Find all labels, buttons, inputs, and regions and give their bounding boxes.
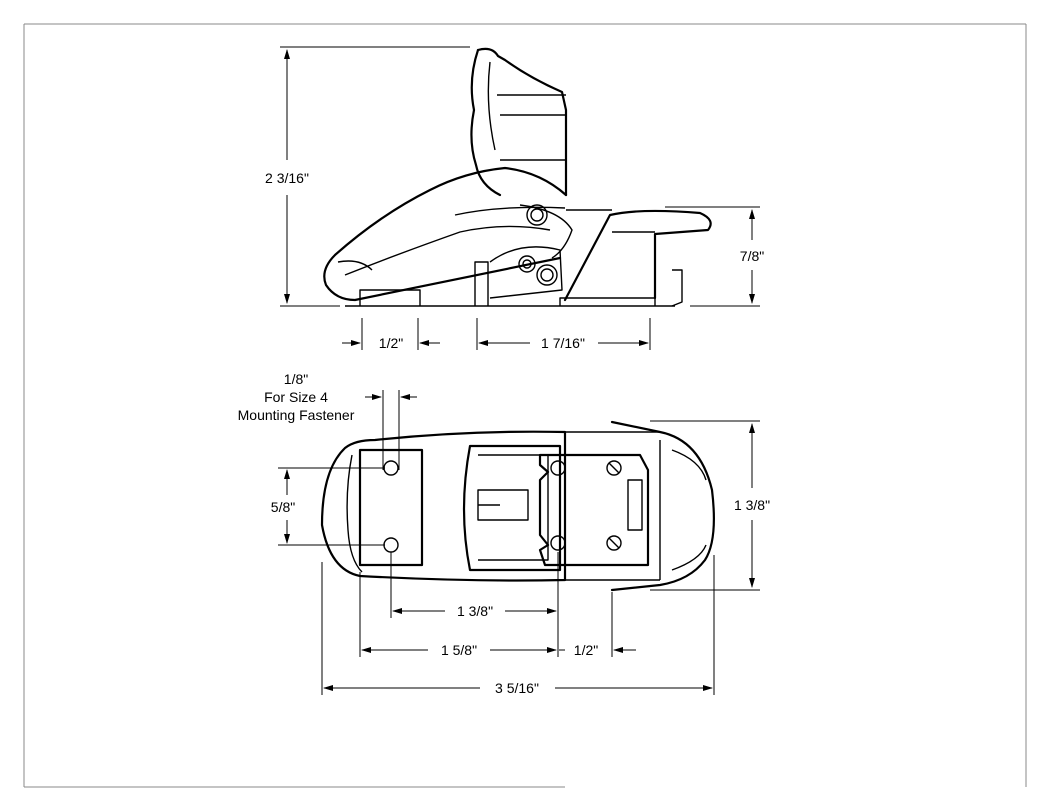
mount-hole-bottom: [383, 537, 399, 553]
dim-hole-diameter: 1/8": [284, 371, 308, 387]
fastener-note-line2: Mounting Fastener: [238, 407, 355, 423]
dim-hole-spacing: 5/8": [271, 499, 295, 515]
dim-overall-height: 2 3/16": [265, 170, 309, 186]
dim-length-a: 1 3/8": [457, 603, 493, 619]
dim-length-b: 1 5/8": [441, 642, 477, 658]
mount-hole-top: [383, 460, 399, 476]
fastener-note-line1: For Size 4: [264, 389, 328, 405]
side-view-dimensions: 2 3/16" 7/8" 1/2" 1 7/16": [265, 46, 764, 351]
dim-overall-length: 3 5/16": [495, 680, 539, 696]
drawing-frame: [23, 23, 1027, 788]
dim-side-width-a: 1/2": [379, 335, 403, 351]
dim-overall-width: 1 3/8": [734, 497, 770, 513]
top-view: [320, 420, 715, 592]
top-view-dimensions: 1/8" For Size 4 Mounting Fastener 5/8" 1…: [238, 371, 770, 696]
dim-side-width-b: 1 7/16": [541, 335, 585, 351]
dim-base-height: 7/8": [740, 248, 764, 264]
side-view: [323, 47, 712, 307]
dim-length-c: 1/2": [574, 642, 598, 658]
